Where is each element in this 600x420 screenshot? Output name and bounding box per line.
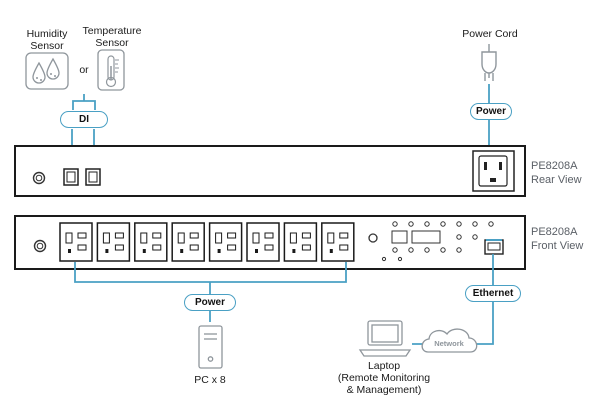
outlet-8-icon <box>321 222 355 262</box>
outlet-group <box>59 222 355 262</box>
outlet-7-icon <box>283 222 318 262</box>
pc-power-lines <box>74 262 347 322</box>
di-port-2-icon <box>85 168 101 186</box>
ethernet-port-icon <box>484 239 504 255</box>
laptop-label: Laptop (Remote Monitoring & Management) <box>337 360 431 396</box>
temperature-sensor-label: Temperature Sensor <box>82 25 142 49</box>
outlet-5-icon <box>208 222 243 262</box>
control-panel <box>368 221 494 262</box>
front-ground-screw-icon <box>33 239 47 253</box>
power-plug-icon <box>481 44 497 81</box>
rear-model-label: PE8208A <box>531 160 578 172</box>
pc-label: PC x 8 <box>194 374 226 386</box>
front-model-label: PE8208A <box>531 226 578 238</box>
outlet-6-icon <box>246 222 280 262</box>
front-view-label: Front View <box>531 240 584 252</box>
cloud-icon <box>421 328 478 353</box>
outlet-1-icon <box>59 222 93 262</box>
power-inlet-icon <box>472 150 515 192</box>
di-tag: DI <box>60 111 108 128</box>
network-cloud-label: Network <box>434 339 464 348</box>
ethernet-tag: Ethernet <box>465 285 521 302</box>
humidity-sensor-label: Humidity Sensor <box>26 28 68 52</box>
di-port-1-icon <box>63 168 79 186</box>
power-cord-label: Power Cord <box>462 28 518 40</box>
outlet-3-icon <box>134 222 168 262</box>
or-label: or <box>79 64 89 76</box>
power-cord-tag: Power <box>470 103 512 120</box>
pc-tower-icon <box>198 325 223 369</box>
ground-screw-icon <box>32 171 46 185</box>
outlet-2-icon <box>96 222 131 262</box>
rear-view-label: Rear View <box>531 174 582 186</box>
thermometer-icon <box>97 49 125 91</box>
outlet-4-icon <box>171 222 205 262</box>
laptop-icon <box>358 320 412 357</box>
humidity-sensor-icon <box>25 52 69 90</box>
pc-power-tag: Power <box>184 294 236 311</box>
